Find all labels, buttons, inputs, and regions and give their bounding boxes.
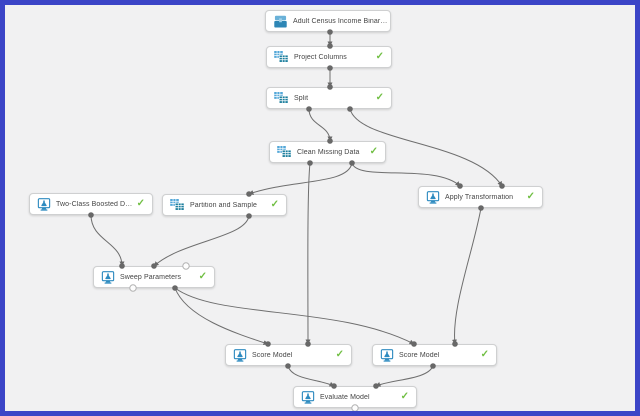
table-grid-icon bbox=[277, 146, 292, 158]
module-clean-missing-data[interactable]: Clean Missing Data ✓ bbox=[269, 141, 386, 163]
module-sweep-parameters[interactable]: Sweep Parameters ✓ bbox=[93, 266, 215, 288]
connector-split-to-apply-transformation[interactable] bbox=[349, 108, 503, 187]
table-grid-icon bbox=[274, 51, 289, 63]
module-label: Score Model bbox=[399, 351, 440, 359]
connector-clean-missing-data-to-partition-sample[interactable] bbox=[248, 162, 353, 195]
ml-module-icon bbox=[380, 348, 394, 362]
module-label: Adult Census Income Binary C... bbox=[293, 17, 390, 25]
module-two-class-boosted[interactable]: Two-Class Boosted Decision T...✓ bbox=[29, 193, 153, 215]
module-label: Clean Missing Data bbox=[297, 148, 360, 156]
module-label: Project Columns bbox=[294, 53, 347, 61]
module-score-model-left[interactable]: Score Model ✓ bbox=[225, 344, 352, 366]
connector-split-to-clean-missing-data[interactable] bbox=[308, 108, 333, 142]
connector-clean-missing-data-to-score-model-left[interactable] bbox=[305, 162, 311, 345]
connector-score-model-right-to-evaluate-model[interactable] bbox=[375, 365, 434, 387]
module-label: Two-Class Boosted Decision T... bbox=[56, 200, 133, 208]
connector-sweep-parameters-to-score-model-left[interactable] bbox=[174, 287, 269, 345]
ml-module-icon bbox=[37, 197, 51, 211]
connector-partition-sample-to-sweep-parameters[interactable] bbox=[153, 215, 250, 267]
module-label: Score Model bbox=[252, 351, 293, 359]
connector-two-class-boosted-to-sweep-parameters[interactable] bbox=[90, 214, 125, 267]
status-check-icon: ✓ bbox=[480, 349, 489, 360]
status-check-icon: ✓ bbox=[375, 51, 384, 62]
connector-sweep-parameters-to-score-model-right[interactable] bbox=[174, 287, 415, 345]
module-label: Apply Transformation bbox=[445, 193, 514, 201]
table-grid-icon bbox=[170, 199, 185, 211]
table-grid-icon bbox=[274, 92, 289, 104]
ml-module-icon bbox=[301, 390, 315, 404]
status-check-icon: ✓ bbox=[375, 92, 384, 103]
status-check-icon: ✓ bbox=[400, 391, 409, 402]
connector-clean-missing-data-to-apply-transformation[interactable] bbox=[351, 162, 461, 187]
module-split[interactable]: Split ✓ bbox=[266, 87, 392, 109]
module-label: Partition and Sample bbox=[190, 201, 257, 209]
module-apply-transformation[interactable]: Apply Transformation ✓ bbox=[418, 186, 543, 208]
dataset-icon bbox=[273, 15, 288, 28]
module-label: Split bbox=[294, 94, 309, 102]
module-label: Sweep Parameters bbox=[120, 273, 182, 281]
module-project-columns[interactable]: Project Columns ✓ bbox=[266, 46, 392, 68]
module-score-model-right[interactable]: Score Model ✓ bbox=[372, 344, 497, 366]
module-dataset[interactable]: Adult Census Income Binary C... bbox=[265, 10, 391, 32]
status-check-icon: ✓ bbox=[198, 271, 207, 282]
status-check-icon: ✓ bbox=[335, 349, 344, 360]
module-label: Evaluate Model bbox=[320, 393, 370, 401]
ml-module-icon bbox=[101, 270, 115, 284]
module-partition-sample[interactable]: Partition and Sample ✓ bbox=[162, 194, 287, 216]
status-check-icon: ✓ bbox=[369, 146, 378, 157]
connector-score-model-left-to-evaluate-model[interactable] bbox=[287, 365, 335, 387]
connector-apply-transformation-to-score-model-right[interactable] bbox=[452, 207, 482, 345]
status-check-icon: ✓ bbox=[136, 198, 145, 209]
ml-module-icon bbox=[233, 348, 247, 362]
ml-module-icon bbox=[426, 190, 440, 204]
status-check-icon: ✓ bbox=[526, 191, 535, 202]
module-evaluate-model[interactable]: Evaluate Model ✓ bbox=[293, 386, 417, 408]
status-check-icon: ✓ bbox=[270, 199, 279, 210]
